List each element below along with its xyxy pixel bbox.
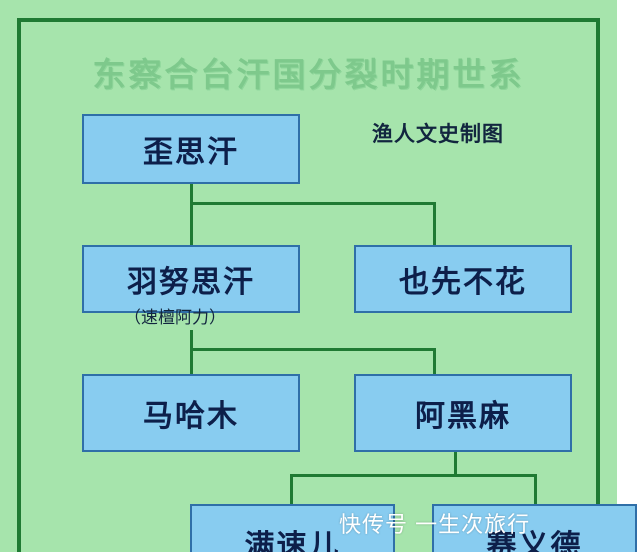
node-label: 满速儿 (244, 530, 341, 552)
connector-n6-drop (290, 474, 293, 504)
node-label: 阿黑麻 (415, 400, 511, 433)
node-label: 赛义德 (486, 530, 583, 552)
node-label: 歪思汗 (143, 136, 239, 169)
credit-label: 渔人文史制图 (372, 123, 504, 146)
connector-n2-stem (190, 330, 193, 350)
node-yunusihan[interactable]: 羽努思汗 (82, 245, 300, 313)
connector-n2-drop (190, 202, 193, 246)
node-saiyide[interactable]: 赛义德 (432, 504, 637, 552)
connector-n2-bar (190, 348, 436, 351)
node-mansuer[interactable]: 满速儿 (190, 504, 395, 552)
right-white-gutter (617, 0, 640, 552)
node-label: 马哈木 (143, 400, 239, 433)
poster-frame-border (17, 18, 600, 552)
connector-n5-stem (454, 452, 457, 476)
connector-n5-drop (433, 348, 436, 374)
node-weisihan[interactable]: 歪思汗 (82, 114, 300, 184)
node-yunusihan-note: （速檀阿力） (124, 308, 226, 327)
node-yexianbuhua[interactable]: 也先不花 (354, 245, 572, 313)
node-label: 羽努思汗 (127, 266, 255, 299)
connector-n1-bar (190, 202, 436, 205)
connector-n5-bar (290, 474, 537, 477)
node-aheima[interactable]: 阿黑麻 (354, 374, 572, 452)
connector-n1-stem (190, 182, 193, 204)
node-label: 也先不花 (399, 266, 527, 299)
connector-n7-drop (534, 474, 537, 504)
page-title: 东察合台汗国分裂时期世系 (92, 56, 525, 93)
connector-n3-drop (433, 202, 436, 246)
watermark-text: 快传号 一生次旅行 (339, 512, 531, 537)
node-mahamu[interactable]: 马哈木 (82, 374, 300, 452)
connector-n4-drop (190, 348, 193, 374)
